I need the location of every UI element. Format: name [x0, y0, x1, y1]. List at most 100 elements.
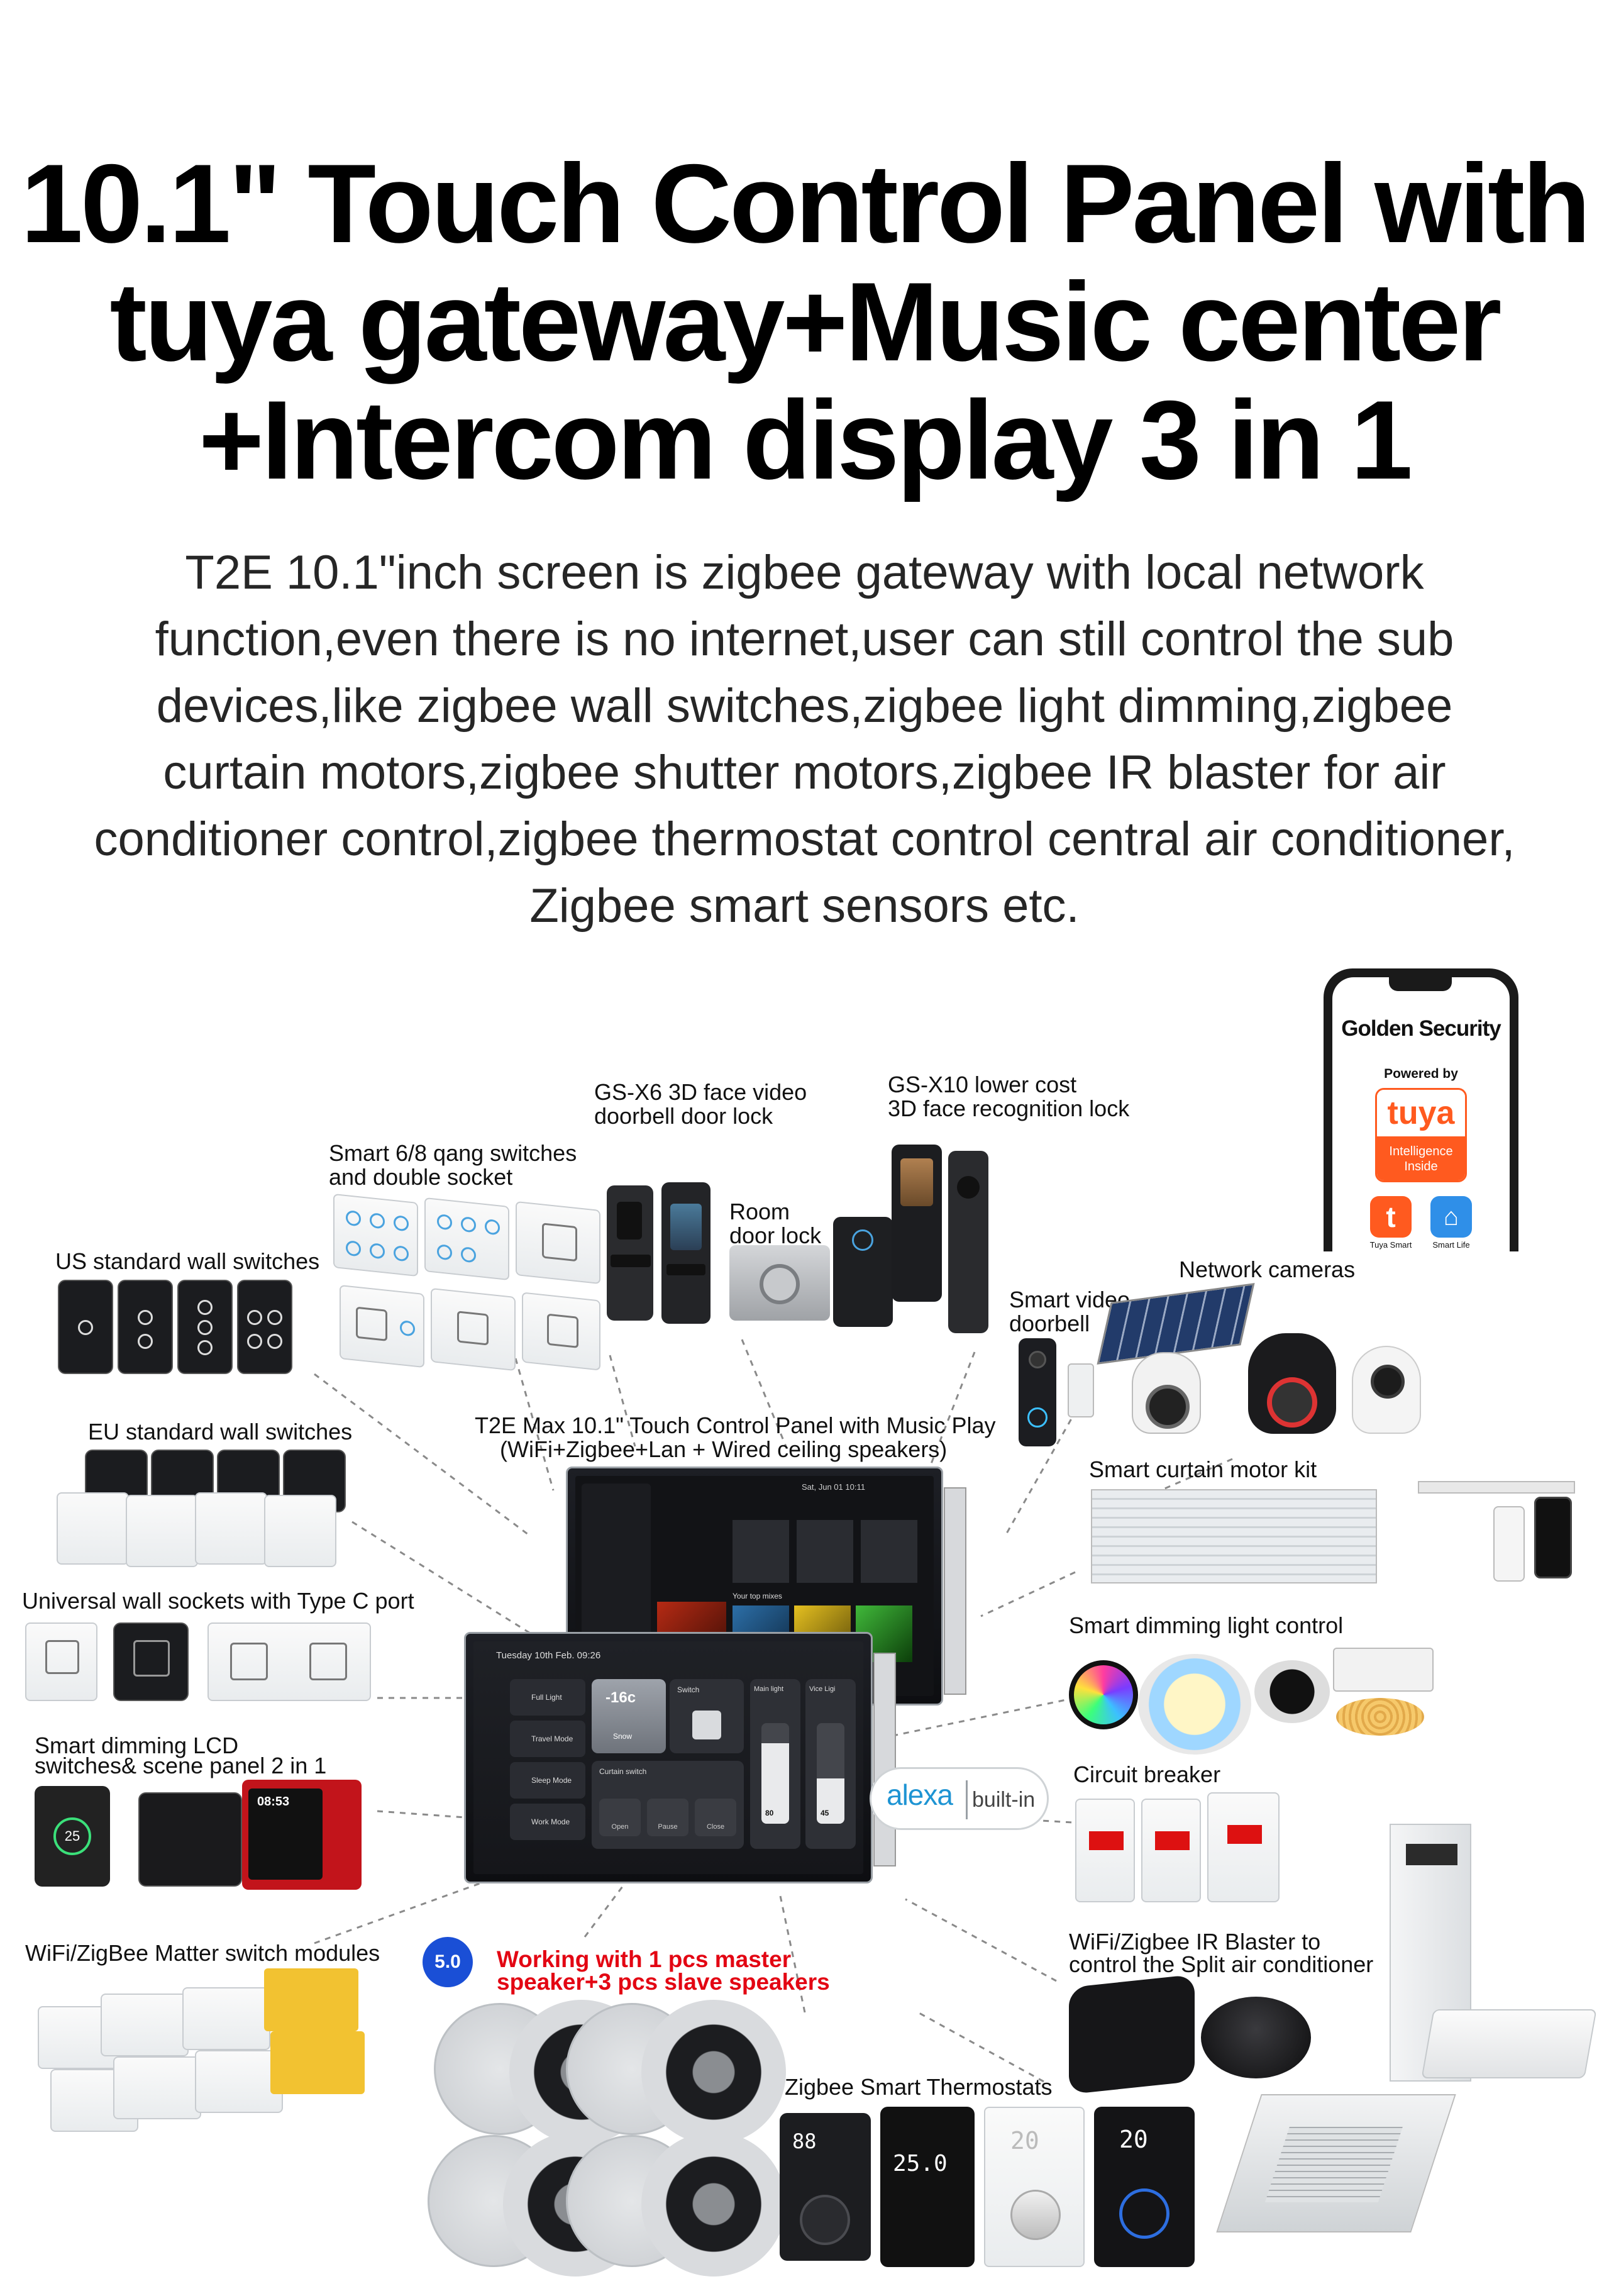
- app-name: Golden Security: [1341, 1016, 1501, 1041]
- label-line: GS-X10 lower cost: [888, 1072, 1077, 1097]
- scene-button[interactable]: Full Light: [510, 1679, 585, 1716]
- breaker: [1207, 1792, 1280, 1902]
- dome-camera: [1248, 1333, 1336, 1434]
- label-dimming-control: Smart dimming light control: [1069, 1612, 1344, 1638]
- label-gsx10: GS-X10 lower cost 3D face recognition lo…: [888, 1073, 1129, 1121]
- downlight: [1138, 1654, 1251, 1755]
- thermostat-reading: 20: [1010, 2127, 1039, 2155]
- ac-tile[interactable]: -16c Snow: [592, 1679, 666, 1753]
- powered-by: Powered by: [1384, 1067, 1458, 1081]
- gsx10-lock-1: [833, 1217, 893, 1327]
- socket-panel: [25, 1622, 97, 1701]
- label-line: Working with 1 pcs master: [497, 1946, 792, 1972]
- label-line: (WiFi+Zigbee+Lan + Wired ceiling speaker…: [500, 1436, 948, 1462]
- eu-switch-panel: [57, 1492, 129, 1565]
- label-line: and double socket: [329, 1164, 513, 1190]
- tuya-smart-app-icon[interactable]: t: [1370, 1196, 1412, 1238]
- us-switch-panel: [118, 1280, 173, 1374]
- us-switch-panel: [177, 1280, 233, 1374]
- vice-light-slider[interactable]: Vice Ligi 45: [805, 1679, 856, 1849]
- tuya-sub-line: Inside: [1404, 1160, 1438, 1173]
- curtain-tile[interactable]: Curtain switch Open Pause Close: [592, 1761, 744, 1849]
- label-smart-switches: Smart 6/8 qang switches and double socke…: [329, 1141, 577, 1189]
- thermostat: 25.0: [880, 2107, 975, 2267]
- thermostat-reading: 25.0: [893, 2151, 948, 2177]
- main-light-slider[interactable]: Main light 80: [750, 1679, 800, 1849]
- gsx6-lock-2: [661, 1182, 711, 1324]
- curtain-close-button[interactable]: Close: [695, 1799, 736, 1836]
- video-doorbell: [1019, 1338, 1056, 1446]
- led-tape: [1336, 1698, 1424, 1736]
- ir-blaster-round: [1201, 1997, 1311, 2078]
- ceiling-speaker: [641, 2000, 786, 2144]
- description-line: devices,like zigbee wall switches,zigbee…: [156, 679, 1453, 733]
- control-panel-screen[interactable]: Tuesday 10th Feb. 09:26 Full Light Trave…: [464, 1632, 896, 1883]
- label-line: speaker+3 pcs slave speakers: [497, 1969, 830, 1995]
- eu-switch-panel: [264, 1495, 336, 1567]
- socket-panel: [431, 1287, 516, 1372]
- lcd-thermostat-panel: 25: [35, 1786, 110, 1887]
- scene-button[interactable]: Work Mode: [510, 1804, 585, 1840]
- lcd-time: 08:53: [257, 1795, 290, 1809]
- door-sensor: [1068, 1363, 1094, 1417]
- alexa-built-in: built-in: [972, 1788, 1036, 1812]
- curtain-pause-button[interactable]: Pause: [647, 1799, 688, 1836]
- label-line: switches& scene panel 2 in 1: [35, 1753, 327, 1778]
- label-line: Room: [729, 1199, 790, 1224]
- indoor-camera: [1352, 1346, 1421, 1434]
- gsx10-lock-3: [948, 1151, 988, 1333]
- lcd-scene-panel: 08:53: [242, 1780, 362, 1890]
- smartphone: Golden Security Powered by tuya Intellig…: [1324, 968, 1518, 1251]
- label-ir-blaster: WiFi/Zigbee IR Blaster to control the Sp…: [1069, 1931, 1373, 1976]
- scene-button[interactable]: Travel Mode: [510, 1721, 585, 1757]
- headline: 10.1" Touch Control Panel with tuya gate…: [0, 145, 1609, 499]
- tuya-wordmark: tuya: [1377, 1090, 1465, 1136]
- vice-light-percent: 45: [821, 1809, 829, 1817]
- us-switches-group: [58, 1280, 294, 1374]
- split-air-conditioner: [1421, 2009, 1597, 2078]
- label-room-lock: Room door lock: [729, 1200, 821, 1248]
- switch-tile[interactable]: Switch: [670, 1679, 744, 1753]
- curtain-open-button[interactable]: Open: [599, 1799, 641, 1836]
- thermostat: 20: [984, 2107, 1085, 2267]
- matter-module: [270, 2031, 365, 2094]
- switch-module: [182, 1987, 270, 2050]
- label-center-panel: T2E Max 10.1" Touch Control Panel with M…: [475, 1414, 996, 1461]
- label-gsx6: GS-X6 3D face video doorbell door lock: [594, 1080, 807, 1128]
- label-line: 3D face recognition lock: [888, 1095, 1130, 1121]
- spotlight: [1254, 1660, 1330, 1723]
- socket-panel: [522, 1292, 600, 1371]
- switch-panel: [424, 1197, 509, 1281]
- label-switch-modules: WiFi/ZigBee Matter switch modules: [25, 1940, 380, 1966]
- thermostat: 88: [780, 2113, 871, 2261]
- socket-panel: [340, 1284, 424, 1368]
- alexa-divider: [966, 1780, 968, 1819]
- eu-switch-panel: [195, 1492, 267, 1565]
- matter-module: [264, 1968, 358, 2031]
- music-section-title: Your top mixes: [733, 1592, 782, 1600]
- description: T2E 10.1"inch screen is zigbee gateway w…: [63, 540, 1546, 940]
- tuya-sub-line: Intelligence: [1389, 1145, 1453, 1158]
- label-us-switches: US standard wall switches: [55, 1248, 320, 1274]
- socket-panel: [516, 1201, 600, 1285]
- ac-mode: Snow: [613, 1732, 633, 1741]
- label-line: GS-X6 3D face video: [594, 1079, 807, 1105]
- phone-notch: [1389, 977, 1452, 991]
- alexa-wordmark: alexa: [887, 1778, 953, 1811]
- breaker: [1075, 1799, 1135, 1902]
- description-line: T2E 10.1"inch screen is zigbee gateway w…: [185, 546, 1424, 599]
- thermostat-reading: 20: [1119, 2126, 1148, 2153]
- smart-life-app-icon[interactable]: ⌂: [1430, 1196, 1472, 1238]
- alexa-badge: alexa built-in: [870, 1767, 1049, 1830]
- ir-blaster-box: [1069, 1974, 1195, 2095]
- switch-panel: [333, 1193, 418, 1277]
- scene-button[interactable]: Sleep Mode: [510, 1762, 585, 1799]
- eu-switches-group: [57, 1450, 352, 1607]
- description-line: function,even there is no internet,user …: [155, 613, 1454, 666]
- vice-light-label: Vice Ligi: [809, 1685, 836, 1693]
- label-universal-sockets: Universal wall sockets with Type C port: [22, 1588, 414, 1614]
- label-line: Smart dimming LCD: [35, 1733, 239, 1758]
- tuya-logo: tuya Intelligence Inside: [1375, 1088, 1467, 1182]
- outdoor-camera: [1132, 1352, 1201, 1434]
- socket-panel: [207, 1622, 371, 1701]
